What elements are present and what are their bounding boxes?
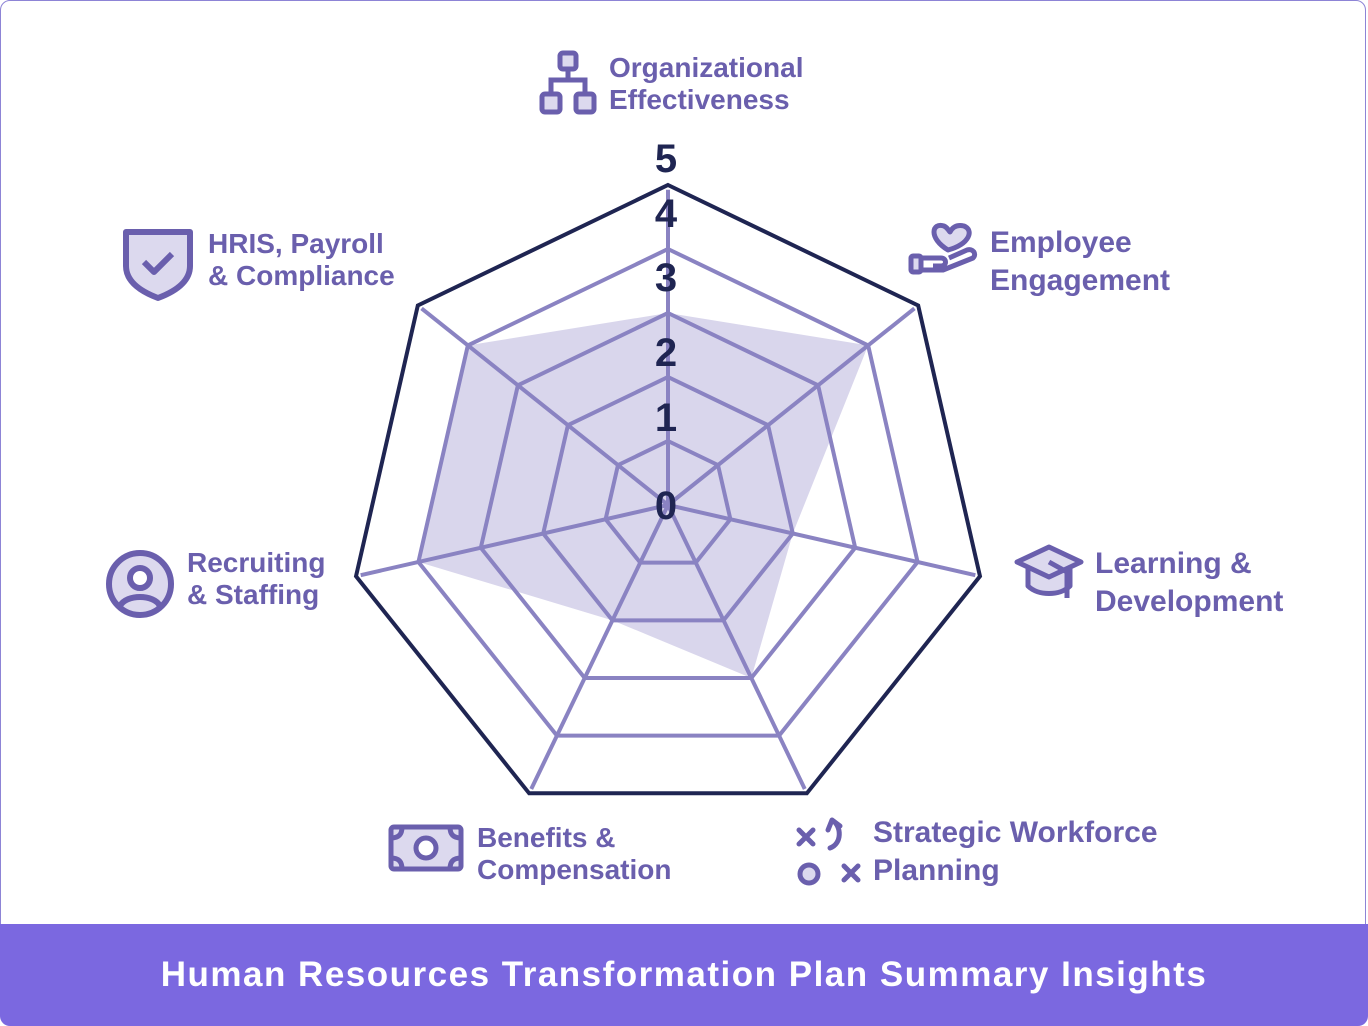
strategy-play-icon	[794, 816, 866, 893]
grid-ring-4	[416, 246, 920, 738]
grid-ring-5	[353, 182, 983, 796]
money-bill-icon	[388, 824, 464, 877]
user-circle-icon	[104, 548, 176, 625]
grid-ring-1	[603, 438, 733, 565]
axis-line	[666, 504, 807, 790]
org-chart-icon	[538, 50, 600, 121]
axis-line	[666, 306, 916, 507]
axis-line	[420, 306, 670, 507]
grid-ring-2	[541, 374, 795, 623]
tick-label: 3	[655, 256, 677, 300]
axis-line	[667, 503, 976, 578]
data-area	[418, 313, 869, 678]
tick-label: 0	[655, 484, 677, 528]
footer-title: Human Resources Transformation Plan Summ…	[0, 924, 1368, 1026]
axis-label-hris-payroll-compliance: HRIS, Payroll& Compliance	[208, 228, 395, 291]
shield-check-icon	[122, 226, 194, 307]
axis-line	[529, 504, 670, 790]
graduation-cap-icon	[1014, 542, 1084, 609]
tick-label: 5	[655, 137, 677, 181]
axis-label-learning-development: Learning &Development	[1095, 547, 1284, 618]
tick-label: 1	[655, 396, 677, 440]
tick-label: 2	[655, 331, 677, 375]
axis-label-benefits-compensation: Benefits &Compensation	[477, 822, 672, 885]
hand-heart-icon	[908, 220, 980, 281]
axis-label-recruiting-staffing: Recruiting& Staffing	[187, 547, 326, 610]
axis-line	[360, 503, 669, 578]
grid-ring-3	[478, 310, 858, 680]
tick-label: 4	[655, 192, 678, 236]
radar-chart: 0 1 2 3 4 5	[353, 137, 983, 796]
